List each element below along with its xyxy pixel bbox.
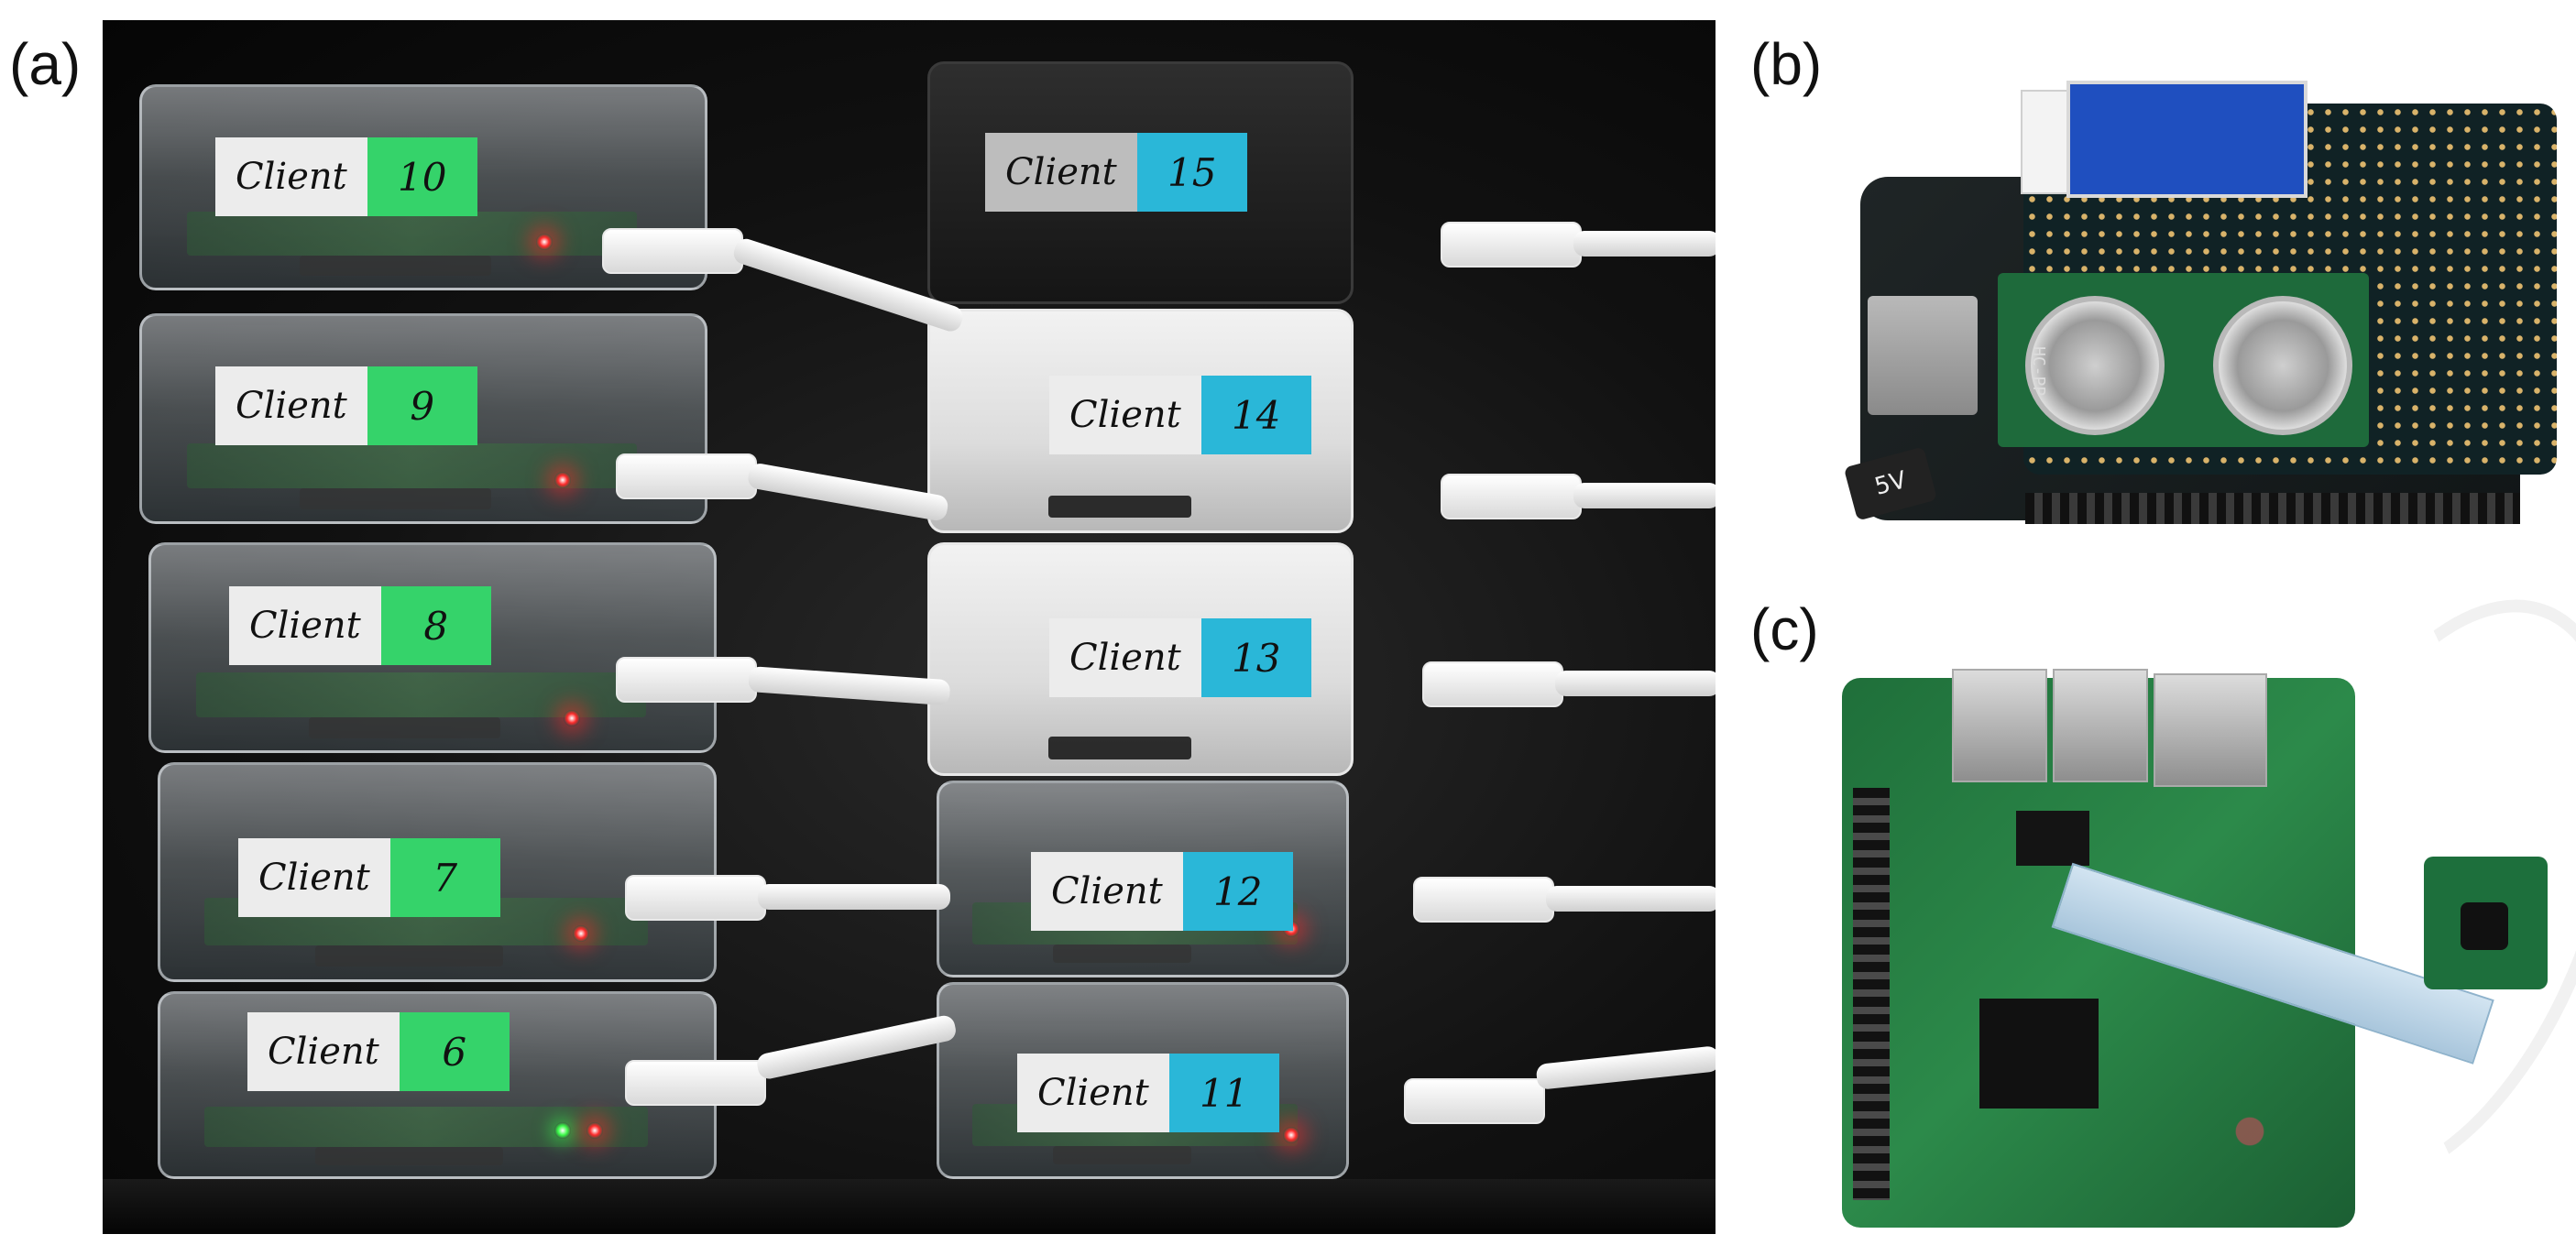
client-tag-word: Client (1049, 376, 1201, 454)
client-case-12: Client 12 (937, 781, 1349, 977)
client-case-6: Client 6 (158, 991, 717, 1179)
client-tag-number: 6 (399, 1012, 510, 1091)
panel-label-a: (a) (9, 31, 82, 97)
client-tag-word: Client (1049, 618, 1201, 697)
client-tag: Client 13 (1049, 618, 1311, 697)
client-tag: Client 11 (1017, 1054, 1279, 1132)
client-case-7: Client 7 (158, 762, 717, 982)
power-plug (616, 453, 757, 499)
bluetooth-module (2066, 81, 2307, 198)
panel-label-c: (c) (1750, 596, 1819, 662)
ultrasonic-transducer (2025, 296, 2165, 435)
sensor-board-photo: HC-PP 5V (1842, 71, 2566, 548)
ethernet-port (1868, 296, 1978, 415)
client-tag: Client 10 (215, 137, 477, 216)
camera-lens (2461, 902, 2508, 950)
client-tag: Client 9 (215, 366, 477, 445)
client-tag: Client 14 (1049, 376, 1311, 454)
power-plug (602, 228, 743, 274)
client-case-10: Client 10 (139, 84, 707, 290)
client-tag-number: 11 (1168, 1054, 1279, 1132)
client-tag-number: 13 (1200, 618, 1311, 697)
client-case-14: Client 14 (927, 309, 1354, 533)
ethernet-port (2154, 673, 2267, 787)
panel-label-b: (b) (1750, 31, 1823, 97)
client-tag-word: Client (215, 137, 367, 216)
client-tag-number: 12 (1182, 852, 1293, 931)
soc-chip (1979, 999, 2099, 1109)
client-case-8: Client 8 (148, 542, 717, 753)
ultrasonic-transducer (2213, 296, 2352, 435)
client-tag-word: Client (985, 133, 1137, 212)
power-plug (1413, 877, 1554, 923)
power-plug (1422, 661, 1563, 707)
power-cable (1573, 483, 1716, 508)
client-tag: Client 8 (229, 586, 491, 665)
client-tag: Client 6 (247, 1012, 510, 1091)
power-plug (625, 875, 766, 921)
client-tag-number: 14 (1200, 376, 1311, 454)
usb-port (1952, 669, 2047, 782)
usb-port (2053, 669, 2148, 782)
raspberry-pi-photo (1824, 550, 2576, 1237)
power-plug (625, 1060, 766, 1106)
client-case-15: Client 15 (927, 61, 1354, 304)
client-tag-number: 7 (389, 838, 500, 917)
power-cable (1546, 886, 1716, 912)
gpio-header (1853, 788, 1890, 1200)
power-cable (758, 884, 950, 910)
power-plug (1404, 1078, 1545, 1124)
client-tag-word: Client (1031, 852, 1183, 931)
power-plug (1441, 474, 1582, 519)
power-plug (616, 657, 757, 703)
client-tag: Client 12 (1031, 852, 1293, 931)
power-cable (1573, 231, 1716, 257)
client-tag-word: Client (229, 586, 381, 665)
client-case-9: Client 9 (139, 313, 707, 524)
camera-module (2424, 857, 2548, 989)
client-tag-number: 15 (1136, 133, 1247, 212)
shelf (103, 1179, 1716, 1234)
module-label: HC-PP (2029, 346, 2048, 397)
client-tag-word: Client (215, 366, 367, 445)
client-tag-word: Client (1017, 1054, 1169, 1132)
client-tag-number: 8 (380, 586, 491, 665)
client-case-13: Client 13 (927, 542, 1354, 776)
power-cable (1555, 671, 1716, 696)
client-tag-number: 10 (367, 137, 477, 216)
client-tag-word: Client (247, 1012, 400, 1091)
client-tag-word: Client (238, 838, 390, 917)
client-tag: Client 7 (238, 838, 500, 917)
power-plug (1441, 222, 1582, 268)
client-cluster-photo: Client 10 Client 9 Client 8 Client 7 Cli… (103, 20, 1716, 1234)
ultrasonic-sensor (1998, 273, 2369, 447)
client-case-11: Client 11 (937, 982, 1349, 1179)
header-pins (2025, 493, 2520, 524)
client-tag-number: 9 (367, 366, 477, 445)
client-tag: Client 15 (985, 133, 1247, 212)
raspberry-logo-icon (2218, 1099, 2282, 1163)
chip (2016, 811, 2089, 866)
